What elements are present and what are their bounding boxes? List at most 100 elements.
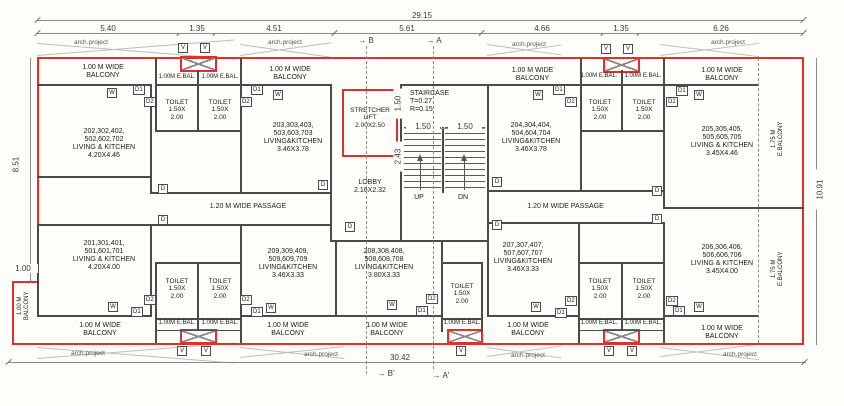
arch-label: arch.project <box>71 350 105 357</box>
staircase-label: STAIRCASE T=0.27 R=0.15 <box>410 90 450 113</box>
up-arrow <box>420 160 421 190</box>
balcony-label: 1.00 M WIDE BALCONY <box>267 322 309 337</box>
wall-segment <box>240 58 242 194</box>
dn-arrow <box>464 160 465 190</box>
wall-segment <box>37 84 152 86</box>
dim-seg-3: 4.51 <box>244 24 304 34</box>
dim-left-height: 8.51 <box>11 144 21 185</box>
toilet-label: TOILET 1.50X 2.00 <box>450 283 474 305</box>
door-marker-d1: D1 <box>133 85 145 95</box>
wall-segment <box>481 262 483 332</box>
window-marker: W <box>531 302 541 312</box>
wall-segment <box>155 330 242 331</box>
dim-seg-5: 4.66 <box>512 24 572 34</box>
arch-label: arch.project <box>74 39 108 46</box>
wall-segment <box>663 58 665 209</box>
wall-segment <box>580 58 582 192</box>
wall-segment <box>37 315 152 317</box>
e-balcony-separator <box>758 58 759 343</box>
window-marker: W <box>387 300 397 310</box>
arch-label: arch.project <box>711 39 745 46</box>
unit-208-label: 208,308,408, 508,608,708 LIVING&KITCHEN … <box>354 248 414 279</box>
toilet-label: TOILET 1.50X 2.00 <box>588 278 612 300</box>
dim-stair-flight-len: 2.43 <box>393 141 403 172</box>
red-outline-left <box>37 57 39 282</box>
vent-marker: V <box>177 346 187 356</box>
window-marker: W <box>694 302 704 312</box>
stretcher-lift-label: STRETCHER LIFT 2.00X2.50 <box>350 107 390 129</box>
wall-segment <box>441 262 483 264</box>
unit-203-label: 203,303,403, 503,603,703 LIVING&KITCHEN … <box>263 122 323 153</box>
vent-marker: V <box>601 44 611 54</box>
balcony-label: 1.00 M WIDE BALCONY <box>507 322 549 337</box>
window-marker: W <box>533 90 543 100</box>
balcony-label: 1.00 M WIDE BALCONY <box>82 64 124 79</box>
ebal-label: 1.00M E.BAL. <box>624 320 662 326</box>
door-marker-d: D <box>158 215 168 225</box>
section-line-a <box>433 46 434 374</box>
ebal-label: 1.00M E.BAL. <box>624 73 662 79</box>
wall-segment <box>330 84 332 242</box>
wall-segment <box>441 240 443 332</box>
arch-label: arch.project <box>304 351 338 358</box>
wall-segment <box>240 84 332 86</box>
wall-segment <box>580 330 665 331</box>
wall-segment <box>663 315 758 317</box>
wall-segment <box>335 240 337 317</box>
dn-label: DN <box>457 194 469 201</box>
dim-tick <box>800 29 807 37</box>
wall-segment <box>578 222 580 343</box>
door-marker-d1: D1 <box>553 85 565 95</box>
door-marker-d1: D1 <box>131 307 143 317</box>
balcony-label: 1.00 M WIDE BALCONY <box>269 66 311 81</box>
dim-stair-flight-w1: 1.50 <box>406 122 440 132</box>
wall-segment <box>155 262 157 343</box>
ebal-label: 1.00M E.BAL. <box>201 320 239 326</box>
ebal-label: 1.00M E.BAL. <box>158 320 196 326</box>
balcony-label: 1.00 M WIDE BALCONY <box>79 322 121 337</box>
balcony-label: 1.00 M WIDE BALCONY <box>701 67 743 82</box>
arch-label: arch.project <box>511 352 545 359</box>
wall-segment <box>400 84 489 86</box>
dim-stair-landing: 1.50 <box>393 88 403 119</box>
window-marker: W <box>694 90 704 100</box>
ebal-label: 1.00M E.BAL. <box>443 320 481 326</box>
section-label-b: → B <box>352 36 380 46</box>
window-marker: W <box>107 88 117 98</box>
unit-207-label: 207,307,407, 507,607,707 LIVING&KITCHEN … <box>493 242 553 273</box>
dim-tick <box>800 16 807 24</box>
vent-marker: V <box>200 43 210 53</box>
door-marker-d2: D2 <box>426 294 438 304</box>
lobby-label: LOBBY 2.16X2.32 <box>354 179 386 194</box>
vent-marker: V <box>623 44 633 54</box>
dn-arrow-head <box>461 154 467 161</box>
unit-209-label: 209,309,409, 509,609,709 LIVING&KITCHEN … <box>258 248 318 279</box>
door-marker-d2: D2 <box>144 97 156 107</box>
up-label: UP <box>414 194 424 201</box>
door-marker-d: D <box>652 186 662 196</box>
unit-204-label: 204,304,404, 504,604,704 LIVING&KITCHEN … <box>501 122 561 153</box>
dim-line-top-overall <box>37 20 803 21</box>
red-outline-right <box>802 57 804 345</box>
ebal-label: 1.00M E.BAL. <box>201 74 239 80</box>
door-marker-d1: D1 <box>673 306 685 316</box>
door-marker-d2: D2 <box>565 296 577 306</box>
dim-seg-4: 5.61 <box>377 24 437 34</box>
up-arrow-head <box>417 154 423 161</box>
wall-segment <box>155 58 157 132</box>
wall-segment <box>442 127 444 193</box>
door-marker-d1: D1 <box>416 306 428 316</box>
wall-segment <box>37 224 39 317</box>
door-marker-d: D <box>345 222 355 232</box>
wall-segment <box>621 70 623 132</box>
vent-marker: V <box>627 346 637 356</box>
toilet-label: TOILET 1.50X 2.00 <box>165 99 189 121</box>
wall-segment <box>197 70 199 132</box>
toilet-label: TOILET 1.50X 2.00 <box>208 278 232 300</box>
door-marker-d2: D2 <box>144 295 156 305</box>
section-label-a: → A <box>420 36 448 46</box>
window-marker: W <box>273 90 283 100</box>
wall-segment <box>240 224 242 343</box>
passage-label: 1.20 M WIDE PASSAGE <box>209 203 287 210</box>
